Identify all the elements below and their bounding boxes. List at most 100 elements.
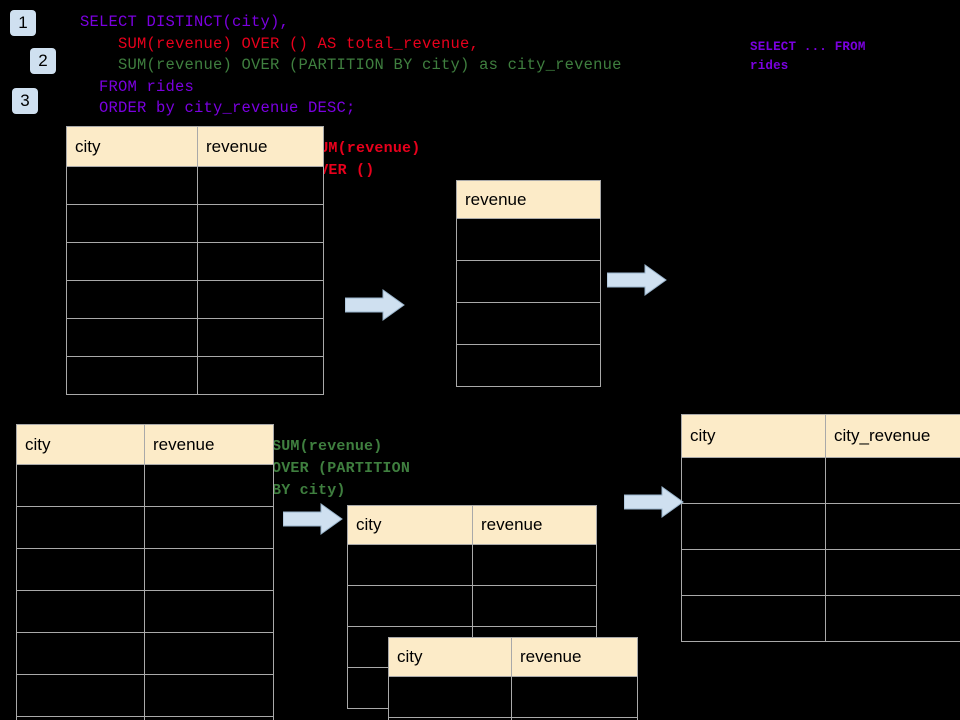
- table-row: [66, 356, 324, 395]
- table-row: [16, 590, 274, 633]
- column-header-revenue: revenue: [144, 424, 274, 465]
- table-cell: [472, 585, 597, 627]
- sql-line-2: SUM(revenue) OVER () AS total_revenue,: [80, 34, 480, 53]
- table-row: [681, 503, 960, 550]
- sql-line-4: FROM rides: [80, 77, 195, 96]
- table-cell: [66, 356, 198, 395]
- table-cell: [825, 503, 960, 550]
- table-row: [66, 318, 324, 357]
- table-header-row: revenue: [456, 180, 601, 219]
- table-cell: [197, 318, 324, 357]
- table-cell: [681, 503, 826, 550]
- select-from-rides-label: SELECT ... FROM rides: [750, 40, 866, 73]
- annotation-sum-over-partition: SUM(revenue) OVER (PARTITION BY city): [272, 438, 411, 499]
- table-cell: [16, 632, 145, 675]
- table-cell: [681, 549, 826, 596]
- table-cell: [197, 242, 324, 281]
- arrow-source-to-total: [344, 289, 405, 321]
- table-row: [681, 457, 960, 504]
- table-row: [16, 716, 274, 720]
- sql-line-1: SELECT DISTINCT(city),: [80, 13, 290, 31]
- table-cell: [456, 302, 601, 345]
- table-row: [16, 464, 274, 507]
- table-row: [66, 204, 324, 243]
- table-cell: [825, 595, 960, 642]
- column-header-city: city: [388, 637, 512, 677]
- sql-query-block: SELECT DISTINCT(city), SUM(revenue) OVER…: [80, 12, 622, 120]
- arrow-total-to-result: [606, 264, 667, 296]
- table-row: [16, 674, 274, 717]
- table-cell: [144, 674, 274, 717]
- table-cell: [16, 506, 145, 549]
- table-row: [681, 549, 960, 596]
- table-cell: [144, 632, 274, 675]
- annotation-sum-over-empty: SUM(revenue) OVER (): [310, 140, 421, 179]
- table-cell: [66, 204, 198, 243]
- table-cell: [347, 585, 473, 627]
- table-row: [681, 595, 960, 642]
- column-header-city: city: [347, 505, 473, 545]
- table-cell: [66, 280, 198, 319]
- table-cell: [144, 464, 274, 507]
- table-row: [456, 344, 601, 387]
- column-header-revenue: revenue: [456, 180, 601, 219]
- table-cell: [16, 590, 145, 633]
- table-cell: [825, 549, 960, 596]
- arrow-partition-to-result: [623, 486, 684, 518]
- table-row: [16, 506, 274, 549]
- column-header-revenue: revenue: [511, 637, 638, 677]
- total-revenue-table: revenue: [456, 180, 601, 387]
- table-cell: [66, 242, 198, 281]
- table-cell: [16, 716, 145, 720]
- table-cell: [16, 548, 145, 591]
- table-cell: [825, 457, 960, 504]
- table-cell: [511, 717, 638, 720]
- table-row: [66, 166, 324, 205]
- table-row: [456, 218, 601, 261]
- table-cell: [197, 356, 324, 395]
- step-badge-1: 1: [10, 10, 36, 36]
- table-cell: [197, 204, 324, 243]
- table-cell: [347, 544, 473, 586]
- table-cell: [681, 595, 826, 642]
- step-badge-3: 3: [12, 88, 38, 114]
- column-header-city: city: [16, 424, 145, 465]
- table-cell: [388, 676, 512, 718]
- table-cell: [197, 280, 324, 319]
- table-row: [456, 260, 601, 303]
- table-row: [16, 548, 274, 591]
- table-cell: [456, 344, 601, 387]
- column-header-city: city: [681, 414, 826, 458]
- sql-line-5: ORDER by city_revenue DESC;: [80, 99, 356, 117]
- table-cell: [511, 676, 638, 718]
- table-cell: [456, 218, 601, 261]
- table-cell: [66, 166, 198, 205]
- column-header-city: city: [66, 126, 198, 167]
- table-row: [388, 717, 638, 720]
- table-cell: [16, 464, 145, 507]
- table-cell: [456, 260, 601, 303]
- table-cell: [681, 457, 826, 504]
- table-cell: [16, 674, 145, 717]
- table-row: [16, 632, 274, 675]
- column-header-revenue: revenue: [472, 505, 597, 545]
- table-cell: [66, 318, 198, 357]
- arrow-source-to-partition: [282, 503, 343, 535]
- sql-line-3: SUM(revenue) OVER (PARTITION BY city) as…: [80, 56, 622, 74]
- table-row: [347, 585, 597, 627]
- table-row: [456, 302, 601, 345]
- table-row: [388, 676, 638, 718]
- table-cell: [197, 166, 324, 205]
- table-cell: [144, 548, 274, 591]
- table-cell: [144, 590, 274, 633]
- table-cell: [472, 544, 597, 586]
